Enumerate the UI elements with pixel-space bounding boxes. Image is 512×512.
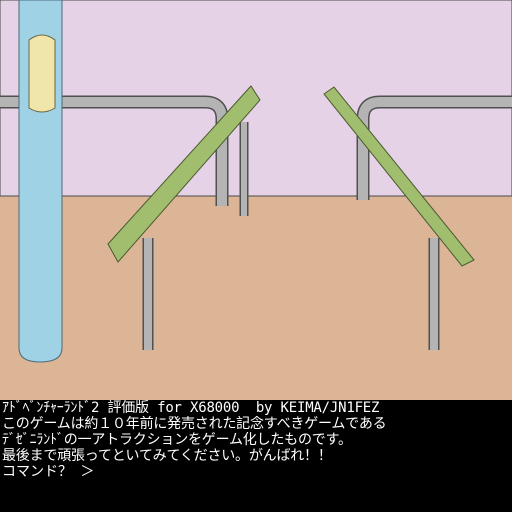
command-line[interactable]: コマンド？ ＞: [2, 464, 510, 480]
pole-sign-panel: [28, 34, 56, 113]
message-line-description: このゲームは約１０年前に発売された記念すべきゲームである: [2, 416, 387, 432]
command-prompt: コマンド？ ＞: [2, 464, 95, 480]
left-turnstile[interactable]: [107, 85, 261, 350]
foreground-pole: [18, 0, 63, 363]
right-turnstile[interactable]: [323, 86, 475, 350]
command-input[interactable]: [94, 464, 475, 480]
right-back-rail: [356, 95, 512, 200]
message-line-title: ｱﾄﾞﾍﾞﾝﾁｬｰﾗﾝﾄﾞ2 評価版 for X68000 by KEIMA/J…: [2, 400, 380, 416]
message-window: ｱﾄﾞﾍﾞﾝﾁｬｰﾗﾝﾄﾞ2 評価版 for X68000 by KEIMA/J…: [0, 400, 512, 512]
message-line-attraction: ﾃﾞｾﾞﾆﾗﾝﾄﾞの一アトラクションをゲーム化したものです。: [2, 432, 352, 448]
message-line-encouragement: 最後まで頑張ってといてみてください。がんばれ！！: [2, 448, 332, 464]
ground-floor: [0, 196, 512, 400]
left-turnstile-arm[interactable]: [107, 85, 261, 263]
scene-view: [0, 0, 512, 400]
right-turnstile-arm[interactable]: [323, 86, 475, 267]
